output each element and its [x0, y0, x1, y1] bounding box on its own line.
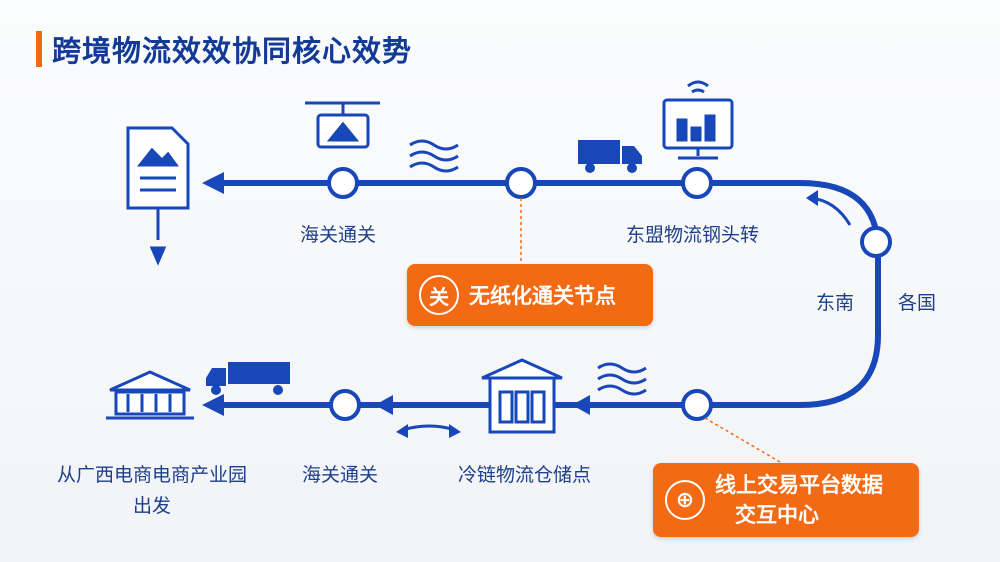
truck-icon [206, 140, 642, 395]
node-platform [681, 389, 713, 421]
badge-online-platform: ⊕ 线上交易平台数据 交互中心 [653, 463, 919, 537]
badge-paperless-customs: 关 无纸化通关节点 [407, 264, 653, 326]
page-title: 跨境物流效效协同核心效势 [52, 34, 413, 68]
node-asean [681, 167, 713, 199]
node-customs-top [327, 167, 359, 199]
industrial-park-icon [106, 370, 194, 420]
label-origin: 从广西电商电商产业园 出发 [40, 460, 264, 518]
label-origin-line1: 从广西电商电商产业园 [56, 464, 247, 486]
label-cold-chain: 冷链物流仓储点 [458, 464, 592, 486]
arrow-head-bottom [202, 394, 224, 416]
title-accent-bar [36, 31, 42, 67]
label-southeast: 东南 [816, 292, 855, 314]
badge-text-line2: 交互中心 [735, 503, 819, 527]
route-line [220, 180, 881, 408]
label-countries: 各国 [898, 292, 937, 314]
double-arrow [401, 424, 456, 432]
arrow-head-top [202, 172, 224, 194]
label-asean-transfer: 东盟物流钢头转 [626, 224, 760, 246]
label-customs-top: 海关通关 [300, 224, 377, 246]
connector-dashed [704, 417, 781, 463]
badge-text: 无纸化通关节点 [469, 284, 616, 308]
chevron-arrow [375, 395, 393, 415]
drone-icon [305, 101, 380, 149]
chevron-arrow [572, 395, 590, 415]
node-right [860, 226, 892, 258]
monitor-icon [662, 80, 734, 160]
globe-network-icon: ⊕ [665, 480, 705, 520]
wave-icon [409, 139, 647, 396]
label-customs-bottom: 海关通关 [302, 464, 379, 486]
warehouse-icon [481, 358, 563, 434]
label-origin-line2: 出发 [132, 495, 171, 517]
badge-text-line1: 线上交易平台数据 [715, 473, 883, 497]
node-customs-bottom [329, 389, 361, 421]
node-paperless [505, 167, 537, 199]
customs-seal-icon: 关 [419, 275, 459, 315]
document-icon [126, 126, 190, 266]
